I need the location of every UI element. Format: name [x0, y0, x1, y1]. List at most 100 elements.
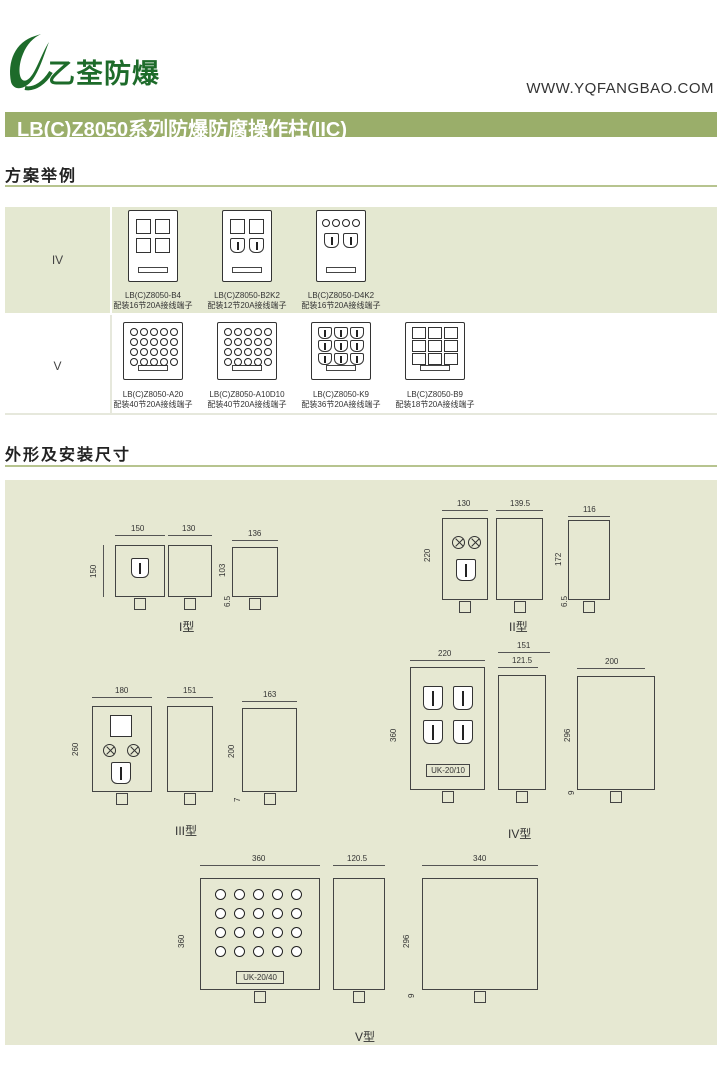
selector-switch-icon [334, 353, 348, 365]
button-icon [444, 353, 458, 365]
indicator-icon [170, 348, 178, 356]
indicator-icon [272, 908, 283, 919]
indicator-icon [244, 338, 252, 346]
indicator-icon [253, 889, 264, 900]
indicator-icon [253, 927, 264, 938]
dimension-drawings: 150 150 130 136 103 6.5 I型 130 220 139.5… [5, 480, 717, 1045]
title-band: LB(C)Z8050系列防爆防腐操作柱(IIC) [5, 112, 717, 141]
indicator-icon [140, 338, 148, 346]
selector-switch-icon [318, 340, 332, 352]
indicator-icon [224, 358, 232, 366]
indicator-icon [234, 927, 245, 938]
indicator-icon [150, 358, 158, 366]
indicator-icon [215, 946, 226, 957]
indicator-icon [150, 328, 158, 336]
product-thumbnail-k9[interactable] [311, 322, 371, 380]
button-icon [428, 340, 442, 352]
button-icon [444, 327, 458, 339]
indicator-icon [130, 328, 138, 336]
product-thumbnail-b9[interactable] [405, 322, 465, 380]
indicator-icon [272, 889, 283, 900]
brand-logo-icon [10, 34, 53, 91]
indicator-icon [160, 338, 168, 346]
product-thumbnail-d4k2[interactable] [316, 210, 366, 282]
product-thumbnail-a20[interactable] [123, 322, 183, 380]
type-label: V型 [355, 1030, 376, 1044]
selector-switch-icon [318, 353, 332, 365]
type-label: II型 [509, 620, 528, 634]
indicator-icon [224, 328, 232, 336]
indicator-icon [254, 348, 262, 356]
selector-switch-icon [334, 327, 348, 339]
indicator-icon [160, 328, 168, 336]
indicator-icon [254, 338, 262, 346]
indicator-icon [264, 328, 272, 336]
type-label: I型 [179, 620, 195, 634]
button-icon [428, 327, 442, 339]
indicator-icon [130, 358, 138, 366]
indicator-icon [234, 946, 245, 957]
indicator-icon [291, 889, 302, 900]
indicator-icon [160, 358, 168, 366]
indicator-icon [253, 946, 264, 957]
indicator-icon [130, 338, 138, 346]
indicator-icon [140, 328, 148, 336]
indicator-icon [215, 889, 226, 900]
type-label: IV型 [508, 827, 532, 841]
indicator-icon [272, 946, 283, 957]
indicator-icon [234, 908, 245, 919]
indicator-icon [234, 358, 242, 366]
indicator-icon [215, 908, 226, 919]
product-thumbnail-a10d10[interactable] [217, 322, 277, 380]
selector-switch-icon [350, 340, 364, 352]
row-label: IV [51, 253, 64, 267]
button-icon [444, 340, 458, 352]
section-title-examples: 方案举例 [5, 168, 78, 185]
indicator-icon [140, 358, 148, 366]
indicator-icon [130, 348, 138, 356]
selector-switch-icon [318, 327, 332, 339]
indicator-icon [224, 348, 232, 356]
product-thumbnail-b2k2[interactable] [222, 210, 272, 282]
section-divider [5, 185, 717, 187]
indicator-icon [254, 358, 262, 366]
indicator-icon [254, 328, 262, 336]
page-title: LB(C)Z8050系列防爆防腐操作柱(IIC) [17, 119, 348, 141]
indicator-icon [224, 338, 232, 346]
indicator-icon [264, 348, 272, 356]
column-divider [110, 315, 112, 413]
section-title-dimensions: 外形及安装尺寸 [5, 447, 132, 464]
indicator-icon [170, 338, 178, 346]
indicator-icon [264, 358, 272, 366]
selector-switch-icon [350, 353, 364, 365]
indicator-icon [234, 328, 242, 336]
indicator-icon [150, 348, 158, 356]
indicator-icon [170, 328, 178, 336]
indicator-icon [272, 927, 283, 938]
brand-name: 乙荃防爆 [48, 59, 160, 89]
indicator-icon [140, 348, 148, 356]
button-icon [412, 353, 426, 365]
indicator-icon [291, 908, 302, 919]
selector-switch-icon [350, 327, 364, 339]
section-divider [5, 465, 717, 467]
website-url[interactable]: WWW.YQFANGBAO.COM [526, 80, 714, 97]
indicator-icon [215, 927, 226, 938]
indicator-icon [234, 338, 242, 346]
indicator-icon [264, 338, 272, 346]
product-thumbnail-b4[interactable] [128, 210, 178, 282]
indicator-icon [244, 328, 252, 336]
indicator-icon [244, 348, 252, 356]
button-icon [412, 340, 426, 352]
indicator-icon [244, 358, 252, 366]
button-icon [412, 327, 426, 339]
indicator-icon [234, 889, 245, 900]
